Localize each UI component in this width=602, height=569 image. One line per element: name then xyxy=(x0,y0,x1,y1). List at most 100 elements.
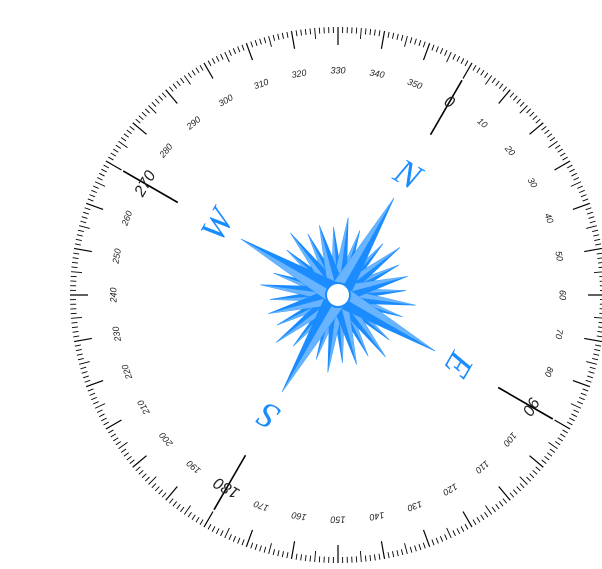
degree-tick xyxy=(392,551,393,557)
degree-label: 70 xyxy=(553,328,565,340)
degree-tick xyxy=(419,544,421,550)
degree-tick xyxy=(77,354,83,355)
degree-tick xyxy=(592,358,598,359)
degree-label: 290 xyxy=(184,114,203,132)
degree-tick xyxy=(445,50,447,55)
degree-tick xyxy=(481,515,484,520)
degree-tick xyxy=(95,182,105,187)
degree-tick xyxy=(136,467,141,471)
degree-tick xyxy=(238,538,240,544)
degree-tick xyxy=(180,507,184,512)
degree-tick xyxy=(447,528,452,538)
degree-tick xyxy=(287,32,288,38)
degree-tick xyxy=(577,402,582,404)
degree-tick xyxy=(118,442,127,448)
degree-tick xyxy=(88,389,94,391)
degree-tick xyxy=(520,105,528,113)
degree-label: 20 xyxy=(502,143,517,158)
degree-tick xyxy=(579,397,585,399)
degree-tick xyxy=(196,68,199,73)
degree-tick xyxy=(76,349,82,350)
degree-tick xyxy=(594,239,600,240)
degree-tick xyxy=(130,126,135,130)
degree-tick xyxy=(282,33,283,39)
degree-tick xyxy=(526,109,530,113)
degree-tick xyxy=(86,203,103,209)
degree-tick xyxy=(91,397,97,399)
degree-tick xyxy=(388,32,389,38)
cardinal-letter: S xyxy=(250,394,286,438)
degree-tick xyxy=(83,376,89,378)
degree-tick xyxy=(558,149,563,152)
degree-tick xyxy=(410,37,412,43)
degree-tick xyxy=(73,258,79,259)
degree-tick xyxy=(423,42,425,48)
degree-tick xyxy=(571,173,576,176)
degree-tick xyxy=(229,50,231,55)
degree-tick xyxy=(555,442,560,445)
degree-tick xyxy=(555,145,560,148)
degree-tick xyxy=(139,116,143,120)
degree-tick xyxy=(242,540,244,546)
degree-tick xyxy=(104,165,109,168)
degree-tick xyxy=(221,530,224,535)
degree-tick xyxy=(192,515,195,520)
degree-label: 320 xyxy=(291,68,308,80)
degree-tick xyxy=(88,199,94,201)
degree-tick xyxy=(590,221,596,223)
degree-tick xyxy=(221,54,224,59)
degree-tick xyxy=(260,39,262,45)
degree-tick xyxy=(392,33,393,39)
degree-tick xyxy=(401,549,402,555)
degree-tick xyxy=(251,42,253,48)
degree-tick xyxy=(569,418,574,421)
degree-tick xyxy=(598,327,602,328)
degree-tick xyxy=(485,506,491,515)
degree-tick xyxy=(188,512,191,517)
degree-tick xyxy=(463,63,472,79)
degree-tick xyxy=(496,504,500,509)
major-degree-label: 270 xyxy=(131,168,160,201)
degree-tick xyxy=(97,410,102,413)
degree-tick xyxy=(116,442,121,445)
degree-tick xyxy=(547,134,552,138)
degree-tick xyxy=(238,47,240,53)
degree-tick xyxy=(82,217,88,219)
degree-label: 220 xyxy=(120,363,135,381)
degree-tick xyxy=(225,52,230,62)
degree-tick xyxy=(208,61,211,66)
degree-tick xyxy=(71,267,77,268)
degree-tick xyxy=(457,56,460,61)
degree-tick xyxy=(251,543,253,549)
major-degree-label: 180 xyxy=(211,473,243,501)
degree-tick xyxy=(75,345,81,346)
degree-tick xyxy=(282,551,283,557)
degree-tick xyxy=(590,367,596,369)
cardinal-letter: W xyxy=(192,200,243,249)
degree-tick xyxy=(296,30,297,36)
degree-label: 110 xyxy=(474,459,491,476)
degree-tick xyxy=(536,467,541,471)
rose-hub xyxy=(326,283,350,307)
degree-tick xyxy=(560,434,565,437)
degree-tick xyxy=(255,40,257,46)
degree-tick xyxy=(424,43,430,60)
degree-tick xyxy=(510,93,514,98)
degree-tick xyxy=(264,37,266,43)
degree-tick xyxy=(436,538,438,544)
degree-label: 170 xyxy=(252,499,270,514)
degree-tick xyxy=(82,372,88,374)
degree-tick xyxy=(381,31,384,49)
degree-tick xyxy=(204,512,213,528)
degree-tick xyxy=(583,199,589,201)
degree-tick xyxy=(79,226,90,229)
degree-tick xyxy=(589,217,595,219)
degree-tick xyxy=(166,487,178,501)
degree-tick xyxy=(573,203,590,209)
degree-tick xyxy=(73,331,79,332)
degree-tick xyxy=(440,48,442,54)
degree-tick xyxy=(584,338,602,341)
degree-tick xyxy=(597,253,602,254)
degree-tick xyxy=(142,474,146,478)
degree-tick xyxy=(593,354,599,355)
